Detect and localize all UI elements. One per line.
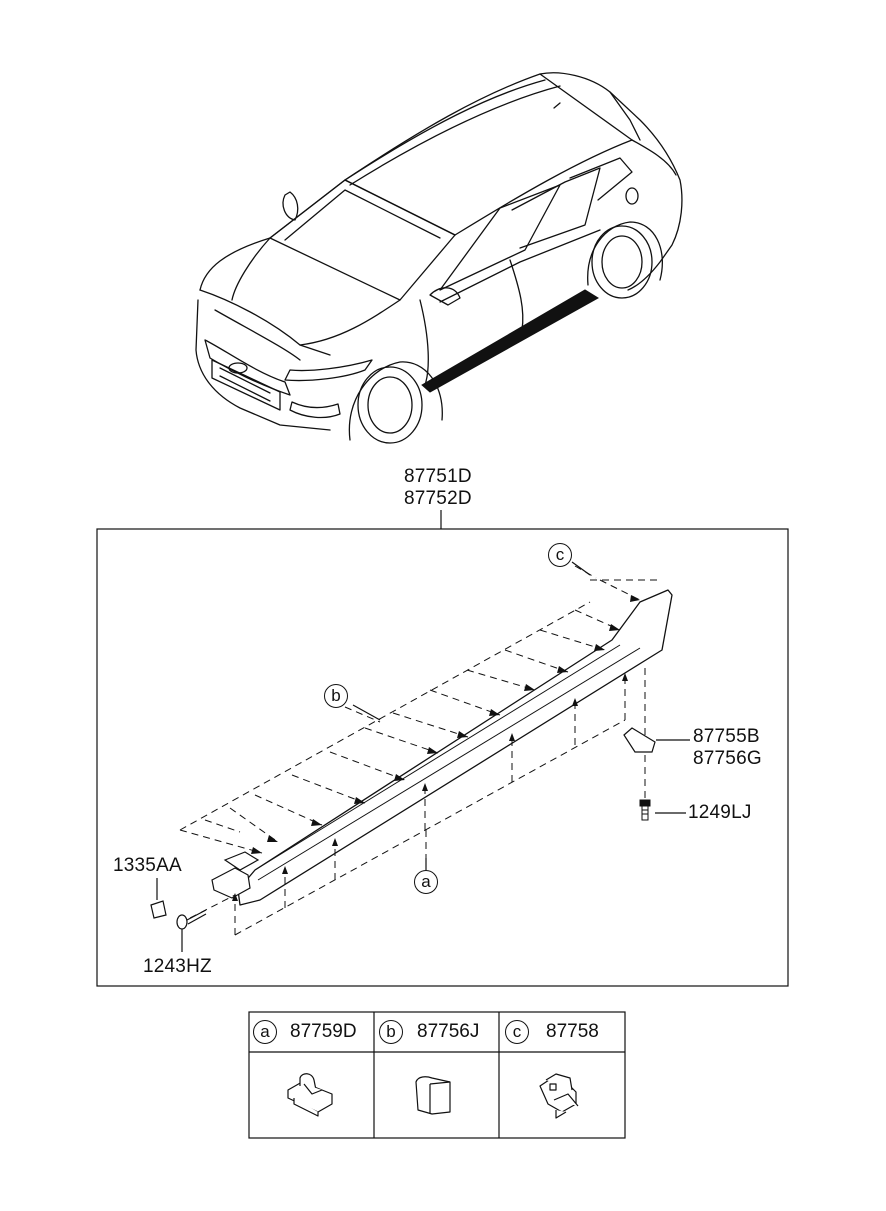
car-illustration <box>195 72 683 444</box>
callout-b: b <box>324 684 348 708</box>
assembly-frame <box>96 528 789 987</box>
exploded-view <box>96 510 789 987</box>
side-sill-highlight <box>421 289 599 393</box>
legend-part-c: 87758 <box>546 1021 599 1042</box>
assembly-part-rh: 87752D <box>404 488 472 509</box>
legend-circle-a: a <box>253 1020 277 1044</box>
label-87755B: 87755B <box>693 726 760 747</box>
label-1249LJ: 1249LJ <box>688 802 752 823</box>
legend-part-a: 87759D <box>290 1021 357 1042</box>
callout-c: c <box>548 543 572 567</box>
assembly-part-lh: 87751D <box>404 466 472 487</box>
clip-a-icon <box>287 1073 333 1117</box>
legend-circle-b: b <box>379 1020 403 1044</box>
label-1335AA: 1335AA <box>113 855 182 876</box>
legend-circle-c: c <box>505 1020 529 1044</box>
legend-part-b: 87756J <box>417 1021 480 1042</box>
tape-pad-icon <box>415 1076 451 1115</box>
label-87756G: 87756G <box>693 748 762 769</box>
clip-c-icon <box>539 1073 579 1119</box>
label-1243HZ: 1243HZ <box>143 956 212 977</box>
callout-a: a <box>414 870 438 894</box>
